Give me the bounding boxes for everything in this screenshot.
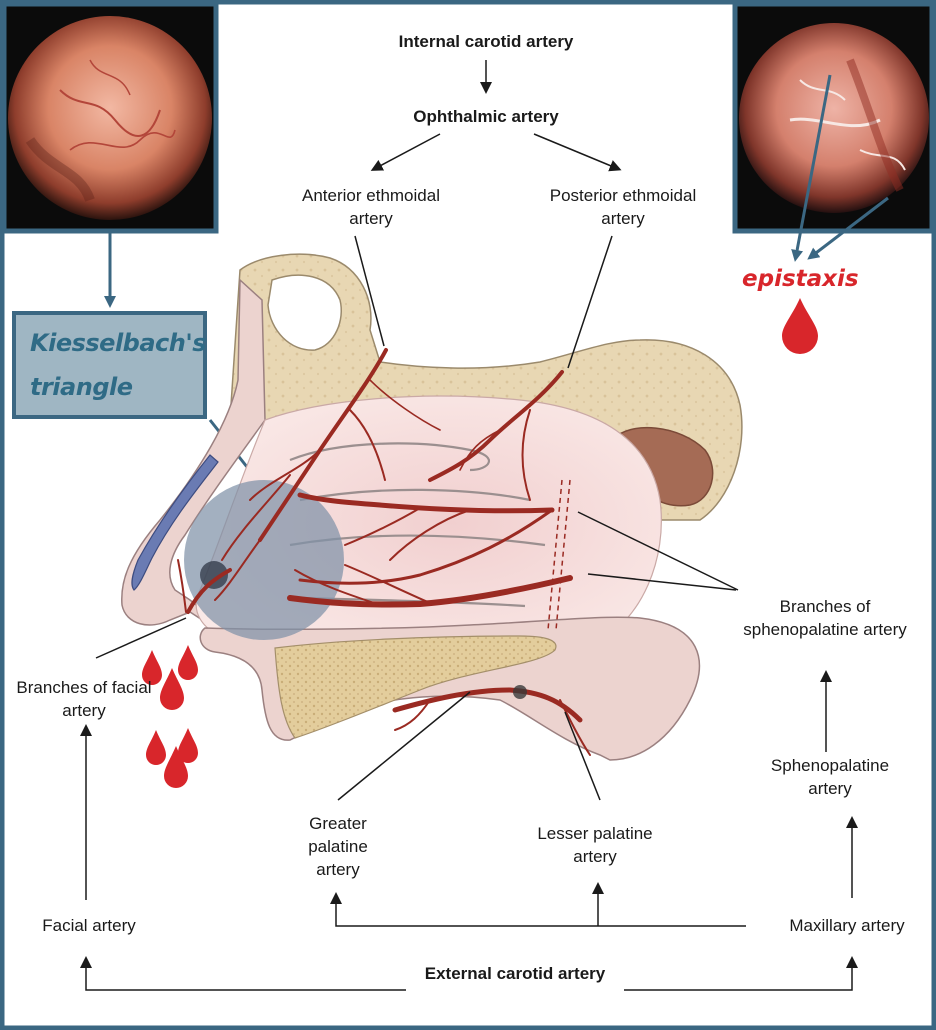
kiesselbach-label-line1: Kiesselbach's bbox=[30, 329, 206, 357]
blood-drop-icon bbox=[782, 298, 818, 354]
posterior-ethmoidal-label: Posterior ethmoidal artery bbox=[538, 184, 708, 230]
maxillary-label: Maxillary artery bbox=[762, 914, 932, 937]
sphenopalatine-label: Sphenopalatine artery bbox=[760, 754, 900, 800]
kiesselbach-label-line2: triangle bbox=[30, 373, 133, 401]
branches-sphenopalatine-label: Branches of sphenopalatine artery bbox=[740, 595, 910, 641]
external-carotid-label: External carotid artery bbox=[400, 962, 630, 985]
greater-palatine-label: Greater palatine artery bbox=[290, 812, 386, 881]
posterior-bleeding-endoscopy bbox=[735, 4, 932, 231]
anterior-septum-endoscopy bbox=[4, 4, 216, 231]
internal-carotid-label: Internal carotid artery bbox=[346, 30, 626, 53]
ophthalmic-label: Ophthalmic artery bbox=[366, 105, 606, 128]
branches-facial-label: Branches of facial artery bbox=[14, 676, 154, 722]
kiesselbach-callout: Kiesselbach's triangle bbox=[12, 311, 207, 419]
facial-label: Facial artery bbox=[14, 914, 164, 937]
anterior-ethmoidal-label: Anterior ethmoidal artery bbox=[286, 184, 456, 230]
lesser-palatine-label: Lesser palatine artery bbox=[520, 822, 670, 868]
epistaxis-label: epistaxis bbox=[742, 266, 859, 292]
